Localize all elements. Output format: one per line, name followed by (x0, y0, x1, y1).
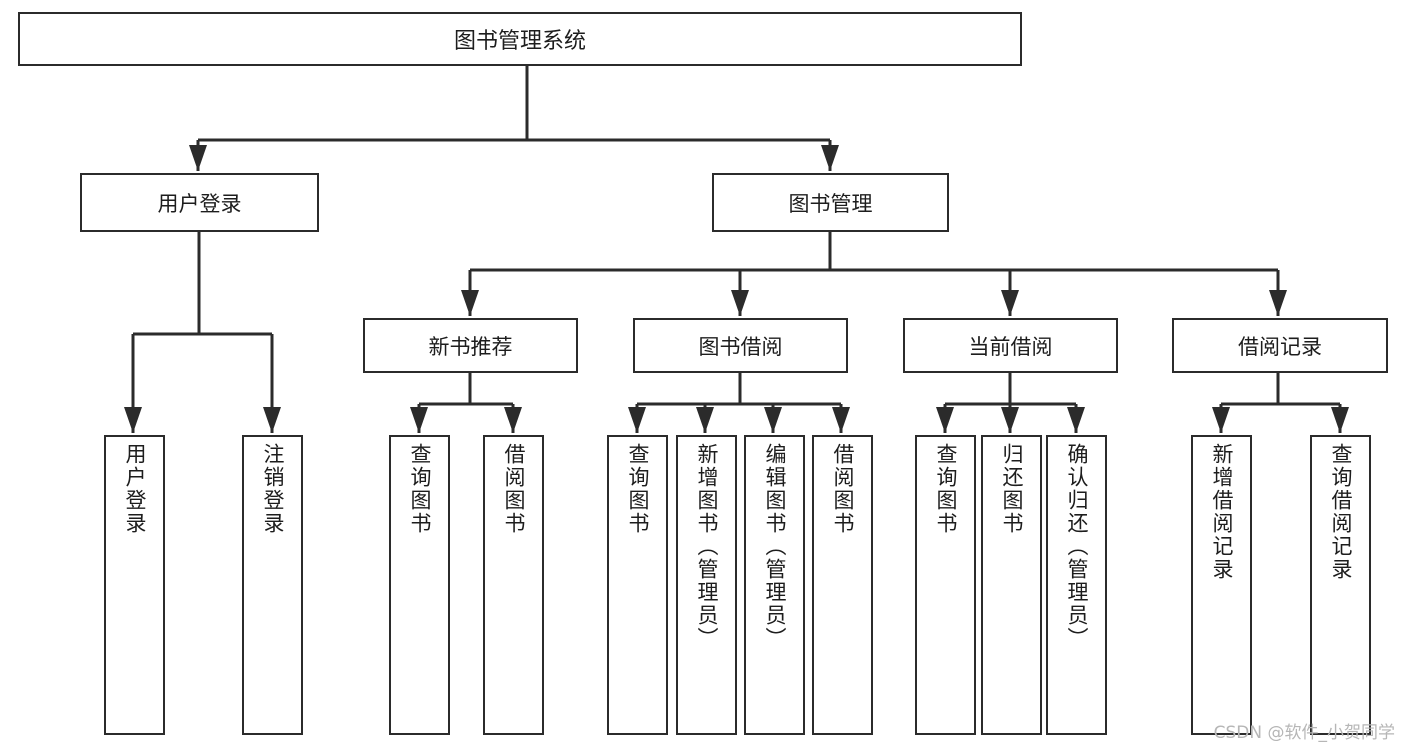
node-label-book-borrow: 图书借阅 (698, 334, 783, 359)
node-label-leaf-add-book: 新增图书（管理员） (695, 443, 719, 650)
node-label-leaf-query-book-1: 查询图书 (408, 443, 432, 535)
node-label-leaf-borrow-book-1: 借阅图书 (502, 443, 526, 535)
node-borrow-record[interactable]: 借阅记录 (1172, 318, 1388, 373)
node-book-borrow[interactable]: 图书借阅 (633, 318, 848, 373)
node-leaf-borrow-book-2[interactable]: 借阅图书 (812, 435, 873, 735)
node-leaf-confirm-return[interactable]: 确认归还（管理员） (1046, 435, 1107, 735)
arrowhead-icon-book-manage-to-level2-2 (1001, 290, 1019, 316)
node-new-book-rec[interactable]: 新书推荐 (363, 318, 578, 373)
arrowhead-icon-book-borrow-to-leaves-3 (832, 407, 850, 433)
node-leaf-return-book[interactable]: 归还图书 (981, 435, 1042, 735)
arrowhead-icon-book-manage-to-level2-3 (1269, 290, 1287, 316)
node-label-book-manage: 图书管理 (788, 191, 873, 216)
node-label-leaf-query-record: 查询借阅记录 (1329, 443, 1353, 581)
node-leaf-query-book-1[interactable]: 查询图书 (389, 435, 450, 735)
arrowhead-icon-borrow-record-to-leaves-0 (1212, 407, 1230, 433)
node-label-leaf-query-book-2: 查询图书 (626, 443, 650, 535)
arrowhead-icon-book-manage-to-level2-0 (461, 290, 479, 316)
node-label-root: 图书管理系统 (453, 29, 586, 54)
node-label-borrow-record: 借阅记录 (1238, 334, 1322, 359)
node-label-leaf-edit-book: 编辑图书（管理员） (763, 443, 787, 650)
node-leaf-query-book-3[interactable]: 查询图书 (915, 435, 976, 735)
node-leaf-add-record[interactable]: 新增借阅记录 (1191, 435, 1252, 735)
arrowhead-icon-borrow-record-to-leaves-1 (1331, 407, 1349, 433)
node-label-leaf-borrow-book-2: 借阅图书 (831, 443, 855, 535)
node-leaf-borrow-book-1[interactable]: 借阅图书 (483, 435, 544, 735)
node-leaf-edit-book[interactable]: 编辑图书（管理员） (744, 435, 805, 735)
node-label-current-borrow: 当前借阅 (968, 334, 1053, 359)
arrowhead-icon-book-borrow-to-leaves-0 (628, 407, 646, 433)
node-label-leaf-return-book: 归还图书 (1000, 443, 1024, 535)
arrowhead-icon-book-borrow-to-leaves-1 (696, 407, 714, 433)
arrowhead-icon-current-borrow-to-leaves-2 (1067, 407, 1085, 433)
node-root[interactable]: 图书管理系统 (18, 12, 1022, 66)
node-label-user-login: 用户登录 (157, 191, 242, 216)
node-label-leaf-user-login: 用户登录 (123, 443, 147, 535)
node-leaf-query-book-2[interactable]: 查询图书 (607, 435, 668, 735)
node-leaf-add-book[interactable]: 新增图书（管理员） (676, 435, 737, 735)
node-label-leaf-query-book-3: 查询图书 (934, 443, 958, 535)
arrowhead-icon-root-to-level1-1 (821, 145, 839, 171)
arrowhead-icon-user-login-to-leaves-1 (263, 407, 281, 433)
node-leaf-query-record[interactable]: 查询借阅记录 (1310, 435, 1371, 735)
node-leaf-logout[interactable]: 注销登录 (242, 435, 303, 735)
node-user-login[interactable]: 用户登录 (80, 173, 319, 232)
node-label-leaf-logout: 注销登录 (261, 443, 285, 535)
node-leaf-user-login[interactable]: 用户登录 (104, 435, 165, 735)
arrowhead-icon-current-borrow-to-leaves-0 (936, 407, 954, 433)
arrowhead-icon-new-book-rec-to-leaves-0 (410, 407, 428, 433)
arrowhead-icon-current-borrow-to-leaves-1 (1001, 407, 1019, 433)
node-label-new-book-rec: 新书推荐 (428, 334, 513, 359)
arrowhead-icon-user-login-to-leaves-0 (124, 407, 142, 433)
arrowhead-icon-book-manage-to-level2-1 (731, 290, 749, 316)
node-book-manage[interactable]: 图书管理 (712, 173, 949, 232)
arrowhead-icon-root-to-level1-0 (189, 145, 207, 171)
node-label-leaf-add-record: 新增借阅记录 (1210, 443, 1234, 581)
node-current-borrow[interactable]: 当前借阅 (903, 318, 1118, 373)
arrowhead-icon-book-borrow-to-leaves-2 (764, 407, 782, 433)
node-label-leaf-confirm-return: 确认归还（管理员） (1065, 443, 1089, 650)
arrowhead-icon-new-book-rec-to-leaves-1 (504, 407, 522, 433)
